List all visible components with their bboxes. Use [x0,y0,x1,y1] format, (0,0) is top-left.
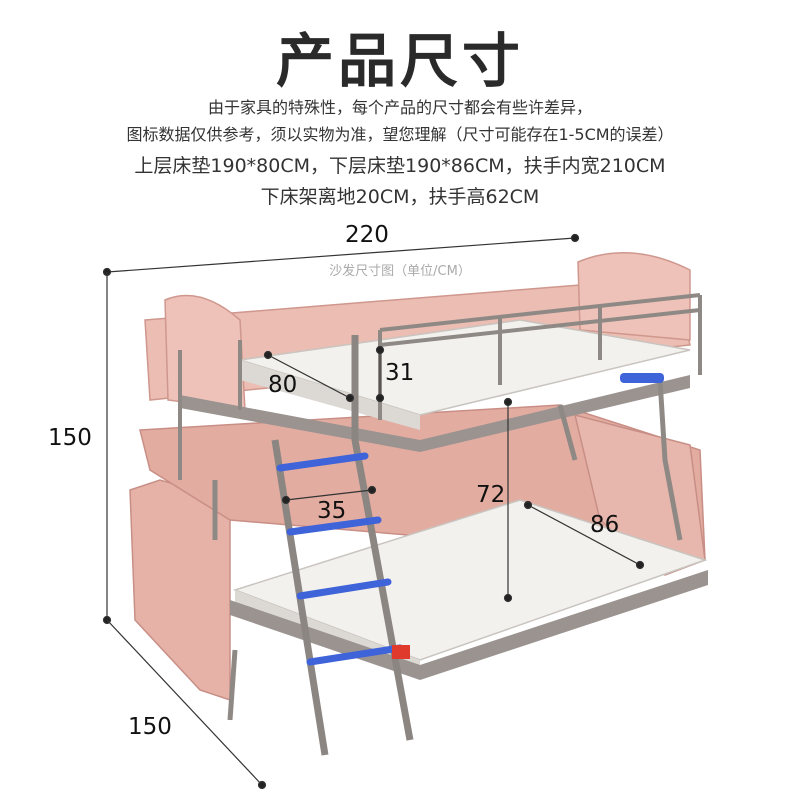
dimension-lower-mattress-width: 86 [590,512,620,538]
dim-line-upper-width [267,354,351,399]
dimension-depth: 150 [128,714,172,740]
dim-line-ladder [285,489,373,501]
red-lock-clip [392,645,410,659]
dimension-ladder-width: 35 [317,498,347,524]
ladder-rungs [276,452,404,666]
dim-line-length [106,237,576,273]
dimension-bunk-clearance: 72 [476,482,506,508]
page-title: 产品尺寸 [275,27,524,95]
dimension-mattress-thickness: 31 [385,360,415,386]
upper-rail-clip [620,373,664,383]
description-line-1: 由于家具的特殊性，每个产品的尺寸都会有些许差异， [207,98,592,117]
support-legs [212,379,683,721]
dimension-height: 150 [48,425,92,451]
description-line-4: 下床架离地20CM，扶手高62CM [260,186,540,208]
dimension-total-length: 220 [345,222,389,248]
figure-caption: 沙发尺寸图（单位/CM） [329,264,471,279]
description-line-3: 上层床垫190*80CM，下层床垫190*86CM，扶手内宽210CM [134,155,666,177]
dimension-upper-mattress-width: 80 [268,372,298,398]
upper-mattress-edge [240,360,420,430]
dim-line-depth [106,619,263,786]
description-line-2: 图标数据仅供参考，须以实物为准，望您理解（尺寸可能存在1-5CM的误差） [126,125,674,144]
dimension-lines [102,233,645,790]
upper-frame [180,375,690,452]
dim-line-lower-width [527,504,641,566]
upper-right-headboard [577,251,691,341]
guard-rail [178,293,702,480]
